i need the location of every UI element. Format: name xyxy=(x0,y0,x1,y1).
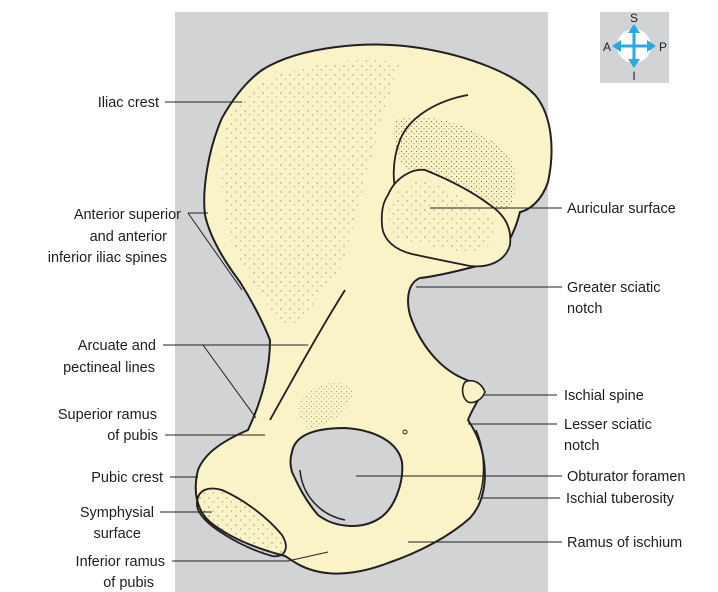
label-greater-sciatic-2: notch xyxy=(567,301,602,317)
label-lesser-sciatic-2: notch xyxy=(564,438,599,454)
label-pubic-crest: Pubic crest xyxy=(91,470,163,486)
label-sup-ramus-1: Superior ramus xyxy=(58,407,157,423)
label-symph-2: surface xyxy=(93,526,141,542)
label-asis-3: inferior iliac spines xyxy=(48,250,167,266)
label-obturator: Obturator foramen xyxy=(567,469,685,485)
compass-anterior-label: A xyxy=(603,40,611,54)
label-arcuate-2: pectineal lines xyxy=(63,360,155,376)
label-asis-2: and anterior xyxy=(90,229,168,245)
compass-superior-label: S xyxy=(630,11,638,25)
label-inf-ramus-1: Inferior ramus xyxy=(76,554,165,570)
compass-inferior-label: I xyxy=(632,69,635,83)
label-ischial-tuberosity: Ischial tuberosity xyxy=(566,491,675,507)
label-inf-ramus-2: of pubis xyxy=(103,575,154,591)
label-greater-sciatic-1: Greater sciatic xyxy=(567,280,660,296)
orientation-compass: S I A P xyxy=(600,11,669,83)
label-sup-ramus-2: of pubis xyxy=(107,428,158,444)
label-arcuate-1: Arcuate and xyxy=(78,338,156,354)
compass-posterior-label: P xyxy=(659,40,667,54)
left-labels: Iliac crest Anterior superior and anteri… xyxy=(48,95,181,591)
right-labels: Auricular surface Greater sciatic notch … xyxy=(564,201,685,551)
label-auricular: Auricular surface xyxy=(567,201,676,217)
label-iliac-crest: Iliac crest xyxy=(98,95,159,111)
label-ischial-spine: Ischial spine xyxy=(564,388,644,404)
label-symph-1: Symphysial xyxy=(80,505,154,521)
label-lesser-sciatic-1: Lesser sciatic xyxy=(564,417,652,433)
label-asis-1: Anterior superior xyxy=(74,207,181,223)
label-ramus-ischium: Ramus of ischium xyxy=(567,535,682,551)
